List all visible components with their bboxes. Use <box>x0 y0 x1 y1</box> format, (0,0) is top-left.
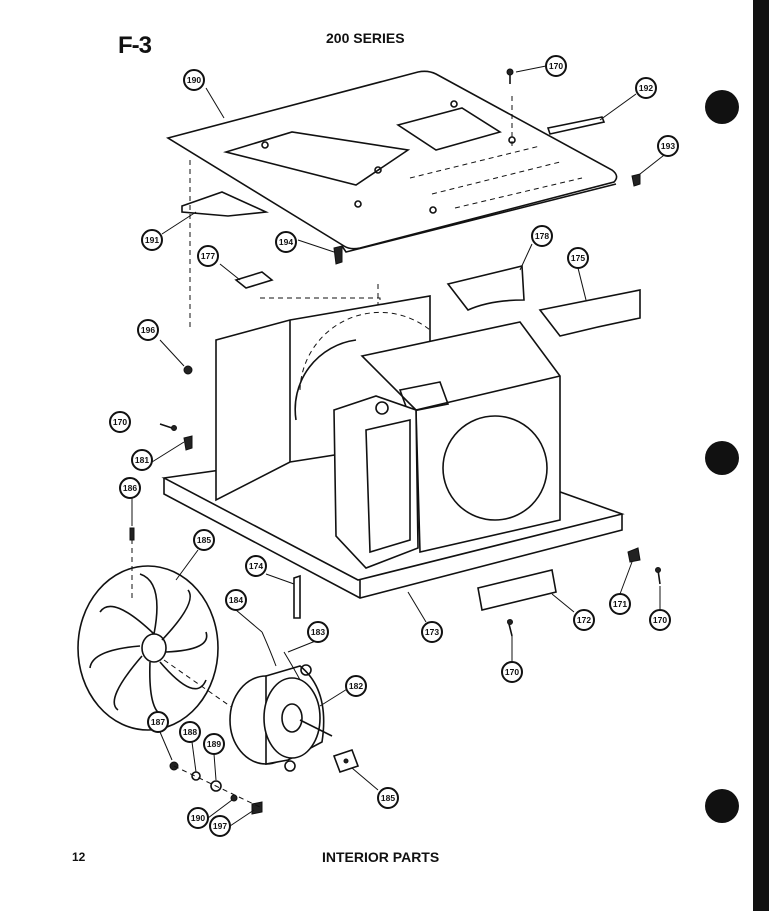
svg-text:186: 186 <box>123 483 137 493</box>
svg-text:185: 185 <box>381 793 395 803</box>
svg-text:170: 170 <box>549 61 563 71</box>
screw-196-part <box>183 365 193 375</box>
svg-text:192: 192 <box>639 83 653 93</box>
callout-0: 190 <box>183 69 205 91</box>
svg-text:184: 184 <box>229 595 243 605</box>
svg-text:171: 171 <box>613 599 627 609</box>
clip-181-part <box>183 435 193 451</box>
callout-18: 172 <box>573 609 595 631</box>
filter-178-part <box>446 264 525 311</box>
callout-6: 177 <box>197 245 219 267</box>
callout-25: 189 <box>203 733 225 755</box>
callout-14: 174 <box>245 555 267 577</box>
bottom-strip-part <box>477 569 557 611</box>
svg-text:188: 188 <box>183 727 197 737</box>
corner-clip-part <box>631 173 641 187</box>
leader-lines <box>131 65 669 827</box>
clip-171-part <box>627 547 641 563</box>
callout-10: 170 <box>109 411 131 433</box>
svg-text:193: 193 <box>661 141 675 151</box>
callout-7: 178 <box>531 225 553 247</box>
svg-text:185: 185 <box>197 535 211 545</box>
callout-24: 188 <box>179 721 201 743</box>
mount-plate-part <box>332 748 360 774</box>
svg-text:178: 178 <box>535 231 549 241</box>
svg-text:197: 197 <box>213 821 227 831</box>
callout-16: 183 <box>307 621 329 643</box>
page-edge-shadow <box>753 0 769 911</box>
punch-hole-middle <box>705 441 739 475</box>
cover-screw-part <box>506 68 514 84</box>
callout-27: 190 <box>187 807 209 829</box>
callout-15: 184 <box>225 589 247 611</box>
callout-23: 187 <box>147 711 169 733</box>
series-label: 200 SERIES <box>326 30 405 46</box>
svg-text:194: 194 <box>279 237 293 247</box>
svg-text:170: 170 <box>113 417 127 427</box>
callout-8: 175 <box>567 247 589 269</box>
svg-text:187: 187 <box>151 717 165 727</box>
svg-text:189: 189 <box>207 739 221 749</box>
callout-4: 191 <box>141 229 163 251</box>
svg-text:196: 196 <box>141 325 155 335</box>
orifice-bracket-part <box>333 395 419 569</box>
svg-text:173: 173 <box>425 627 439 637</box>
callout-12: 186 <box>119 477 141 499</box>
washer-188-part <box>191 771 201 781</box>
clip-174-part <box>293 574 301 619</box>
fan-blade-part <box>77 565 219 731</box>
callout-bubbles: 190 170 192 193 191 194 177 178 175 196 … <box>109 55 679 837</box>
callout-20: 170 <box>649 609 671 631</box>
punch-hole-bottom <box>705 789 739 823</box>
svg-text:177: 177 <box>201 251 215 261</box>
pad-177-part <box>234 271 274 289</box>
svg-text:191: 191 <box>145 235 159 245</box>
screw-170-left-part <box>159 423 177 431</box>
callout-21: 170 <box>501 661 523 683</box>
callout-22: 182 <box>345 675 367 697</box>
callout-13: 185 <box>193 529 215 551</box>
filter-175-part <box>538 289 641 337</box>
svg-text:172: 172 <box>577 615 591 625</box>
callout-11: 181 <box>131 449 153 471</box>
page-id: F-3 <box>118 32 152 59</box>
callout-5: 194 <box>275 231 297 253</box>
svg-text:181: 181 <box>135 455 149 465</box>
svg-text:170: 170 <box>505 667 519 677</box>
svg-text:174: 174 <box>249 561 263 571</box>
right-cover-strip-part <box>546 116 606 135</box>
nut-197-part <box>251 801 263 815</box>
top-cover-part <box>165 70 618 253</box>
svg-text:170: 170 <box>653 615 667 625</box>
section-title: INTERIOR PARTS <box>322 849 440 865</box>
screw-170-right-part <box>655 567 661 585</box>
callout-26: 185 <box>377 787 399 809</box>
svg-text:190: 190 <box>187 75 201 85</box>
svg-text:190: 190 <box>191 813 205 823</box>
clip-194-part <box>333 245 343 265</box>
svg-text:182: 182 <box>349 681 363 691</box>
screw-170-bottom-part <box>507 619 513 637</box>
svg-text:183: 183 <box>311 627 325 637</box>
svg-text:175: 175 <box>571 253 585 263</box>
left-cover-bracket-part <box>181 191 270 217</box>
fan-motor-part <box>229 664 333 772</box>
page-number: 12 <box>72 850 86 864</box>
punch-hole-top <box>705 90 739 124</box>
callout-3: 193 <box>657 135 679 157</box>
set-screw-186-part <box>129 527 135 541</box>
callout-2: 192 <box>635 77 657 99</box>
callout-28: 197 <box>209 815 231 837</box>
callout-17: 173 <box>421 621 443 643</box>
callout-9: 196 <box>137 319 159 341</box>
callout-1: 170 <box>545 55 567 77</box>
callout-19: 171 <box>609 593 631 615</box>
